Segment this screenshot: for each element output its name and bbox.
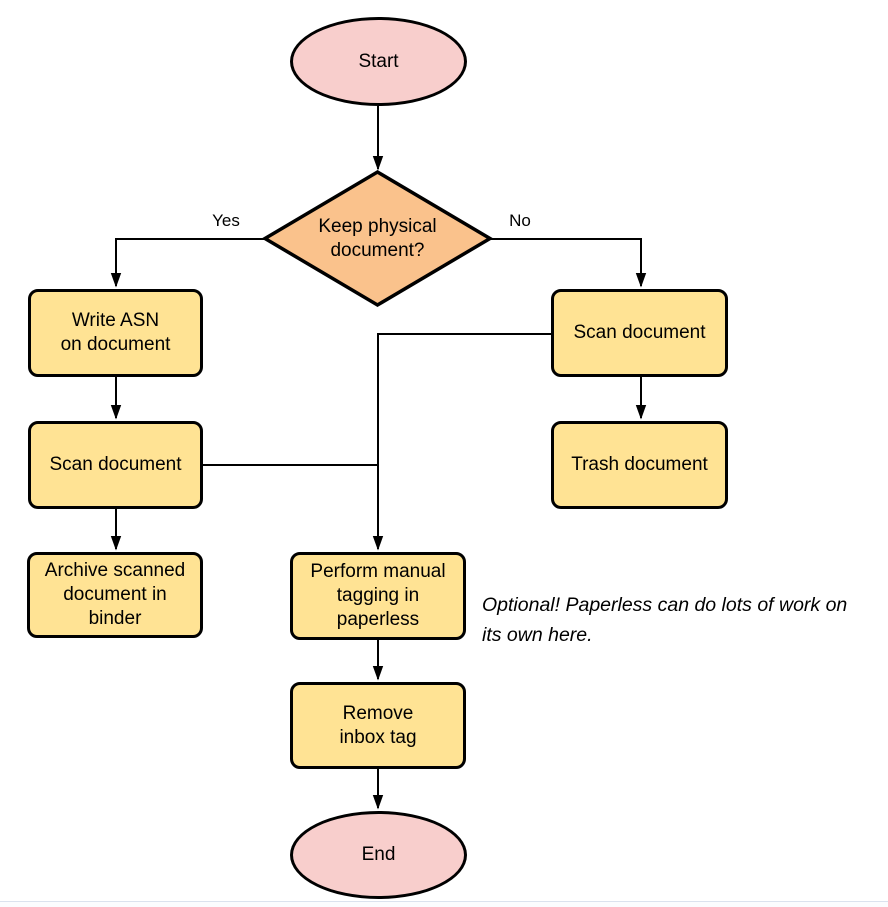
node-decision: Keep physical document? bbox=[265, 172, 490, 305]
node-scan-document-left-label: Scan document bbox=[49, 454, 182, 475]
node-decision-label: Keep physical document? bbox=[318, 215, 437, 261]
node-manual-tagging: Perform manual tagging in paperless bbox=[290, 552, 466, 640]
node-trash-document: Trash document bbox=[551, 421, 728, 509]
node-trash-document-label: Trash document bbox=[571, 454, 708, 475]
node-write-asn: Write ASN on document bbox=[28, 289, 203, 377]
node-remove-inbox-tag: Remove inbox tag bbox=[290, 682, 466, 769]
node-scan-document-left: Scan document bbox=[28, 421, 203, 509]
edge-scanright-to-tagging bbox=[372, 333, 551, 551]
decision-diamond-shape bbox=[261, 169, 494, 308]
node-remove-inbox-tag-label: Remove inbox tag bbox=[339, 702, 417, 748]
node-end: End bbox=[290, 811, 467, 899]
edge-decision-no bbox=[490, 238, 647, 288]
page-bottom-edge bbox=[0, 901, 888, 907]
node-archive-binder-label: Archive scanned document in binder bbox=[44, 560, 186, 629]
node-scan-document-right: Scan document bbox=[551, 289, 728, 377]
edge-label-no: No bbox=[509, 211, 531, 230]
node-archive-binder: Archive scanned document in binder bbox=[27, 552, 203, 638]
optional-note: Optional! Paperless can do lots of work … bbox=[482, 594, 848, 646]
node-write-asn-label: Write ASN on document bbox=[60, 310, 171, 355]
node-scan-document-right-label: Scan document bbox=[573, 322, 706, 343]
node-start: Start bbox=[290, 17, 467, 106]
node-end-label: End bbox=[361, 844, 396, 865]
edge-label-yes: Yes bbox=[212, 211, 240, 230]
node-manual-tagging-label: Perform manual tagging in paperless bbox=[310, 561, 446, 630]
edge-decision-yes bbox=[110, 238, 265, 288]
node-start-label: Start bbox=[358, 50, 399, 72]
